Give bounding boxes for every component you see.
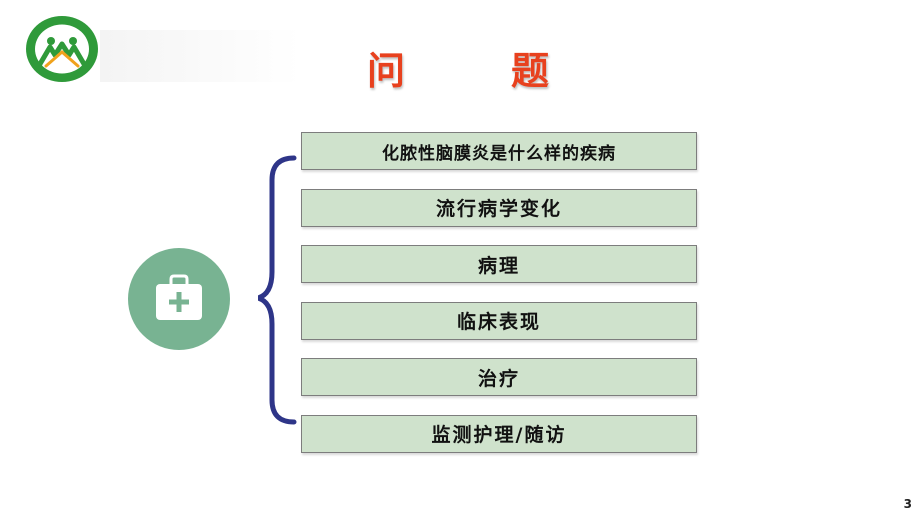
- topic-item-clinical[interactable]: 临床表现: [301, 301, 697, 340]
- topic-item-treatment[interactable]: 治疗: [301, 358, 697, 396]
- topic-list: 化脓性脑膜炎是什么样的疾病 流行病学变化 病理 临床表现 治疗 监测护理/随访: [301, 132, 697, 471]
- topic-item-pathology[interactable]: 病理: [301, 245, 697, 283]
- topic-item-followup[interactable]: 监测护理/随访: [301, 414, 697, 453]
- brace-icon: [248, 154, 298, 430]
- page-number: 3: [903, 497, 912, 511]
- topic-item-definition[interactable]: 化脓性脑膜炎是什么样的疾病: [301, 132, 697, 170]
- logo-banner: [100, 30, 300, 82]
- topic-item-epidemiology[interactable]: 流行病学变化: [301, 188, 697, 227]
- hospital-logo-icon: [24, 14, 100, 84]
- medical-kit-icon: [128, 248, 230, 350]
- page-title: 问 题: [366, 48, 583, 93]
